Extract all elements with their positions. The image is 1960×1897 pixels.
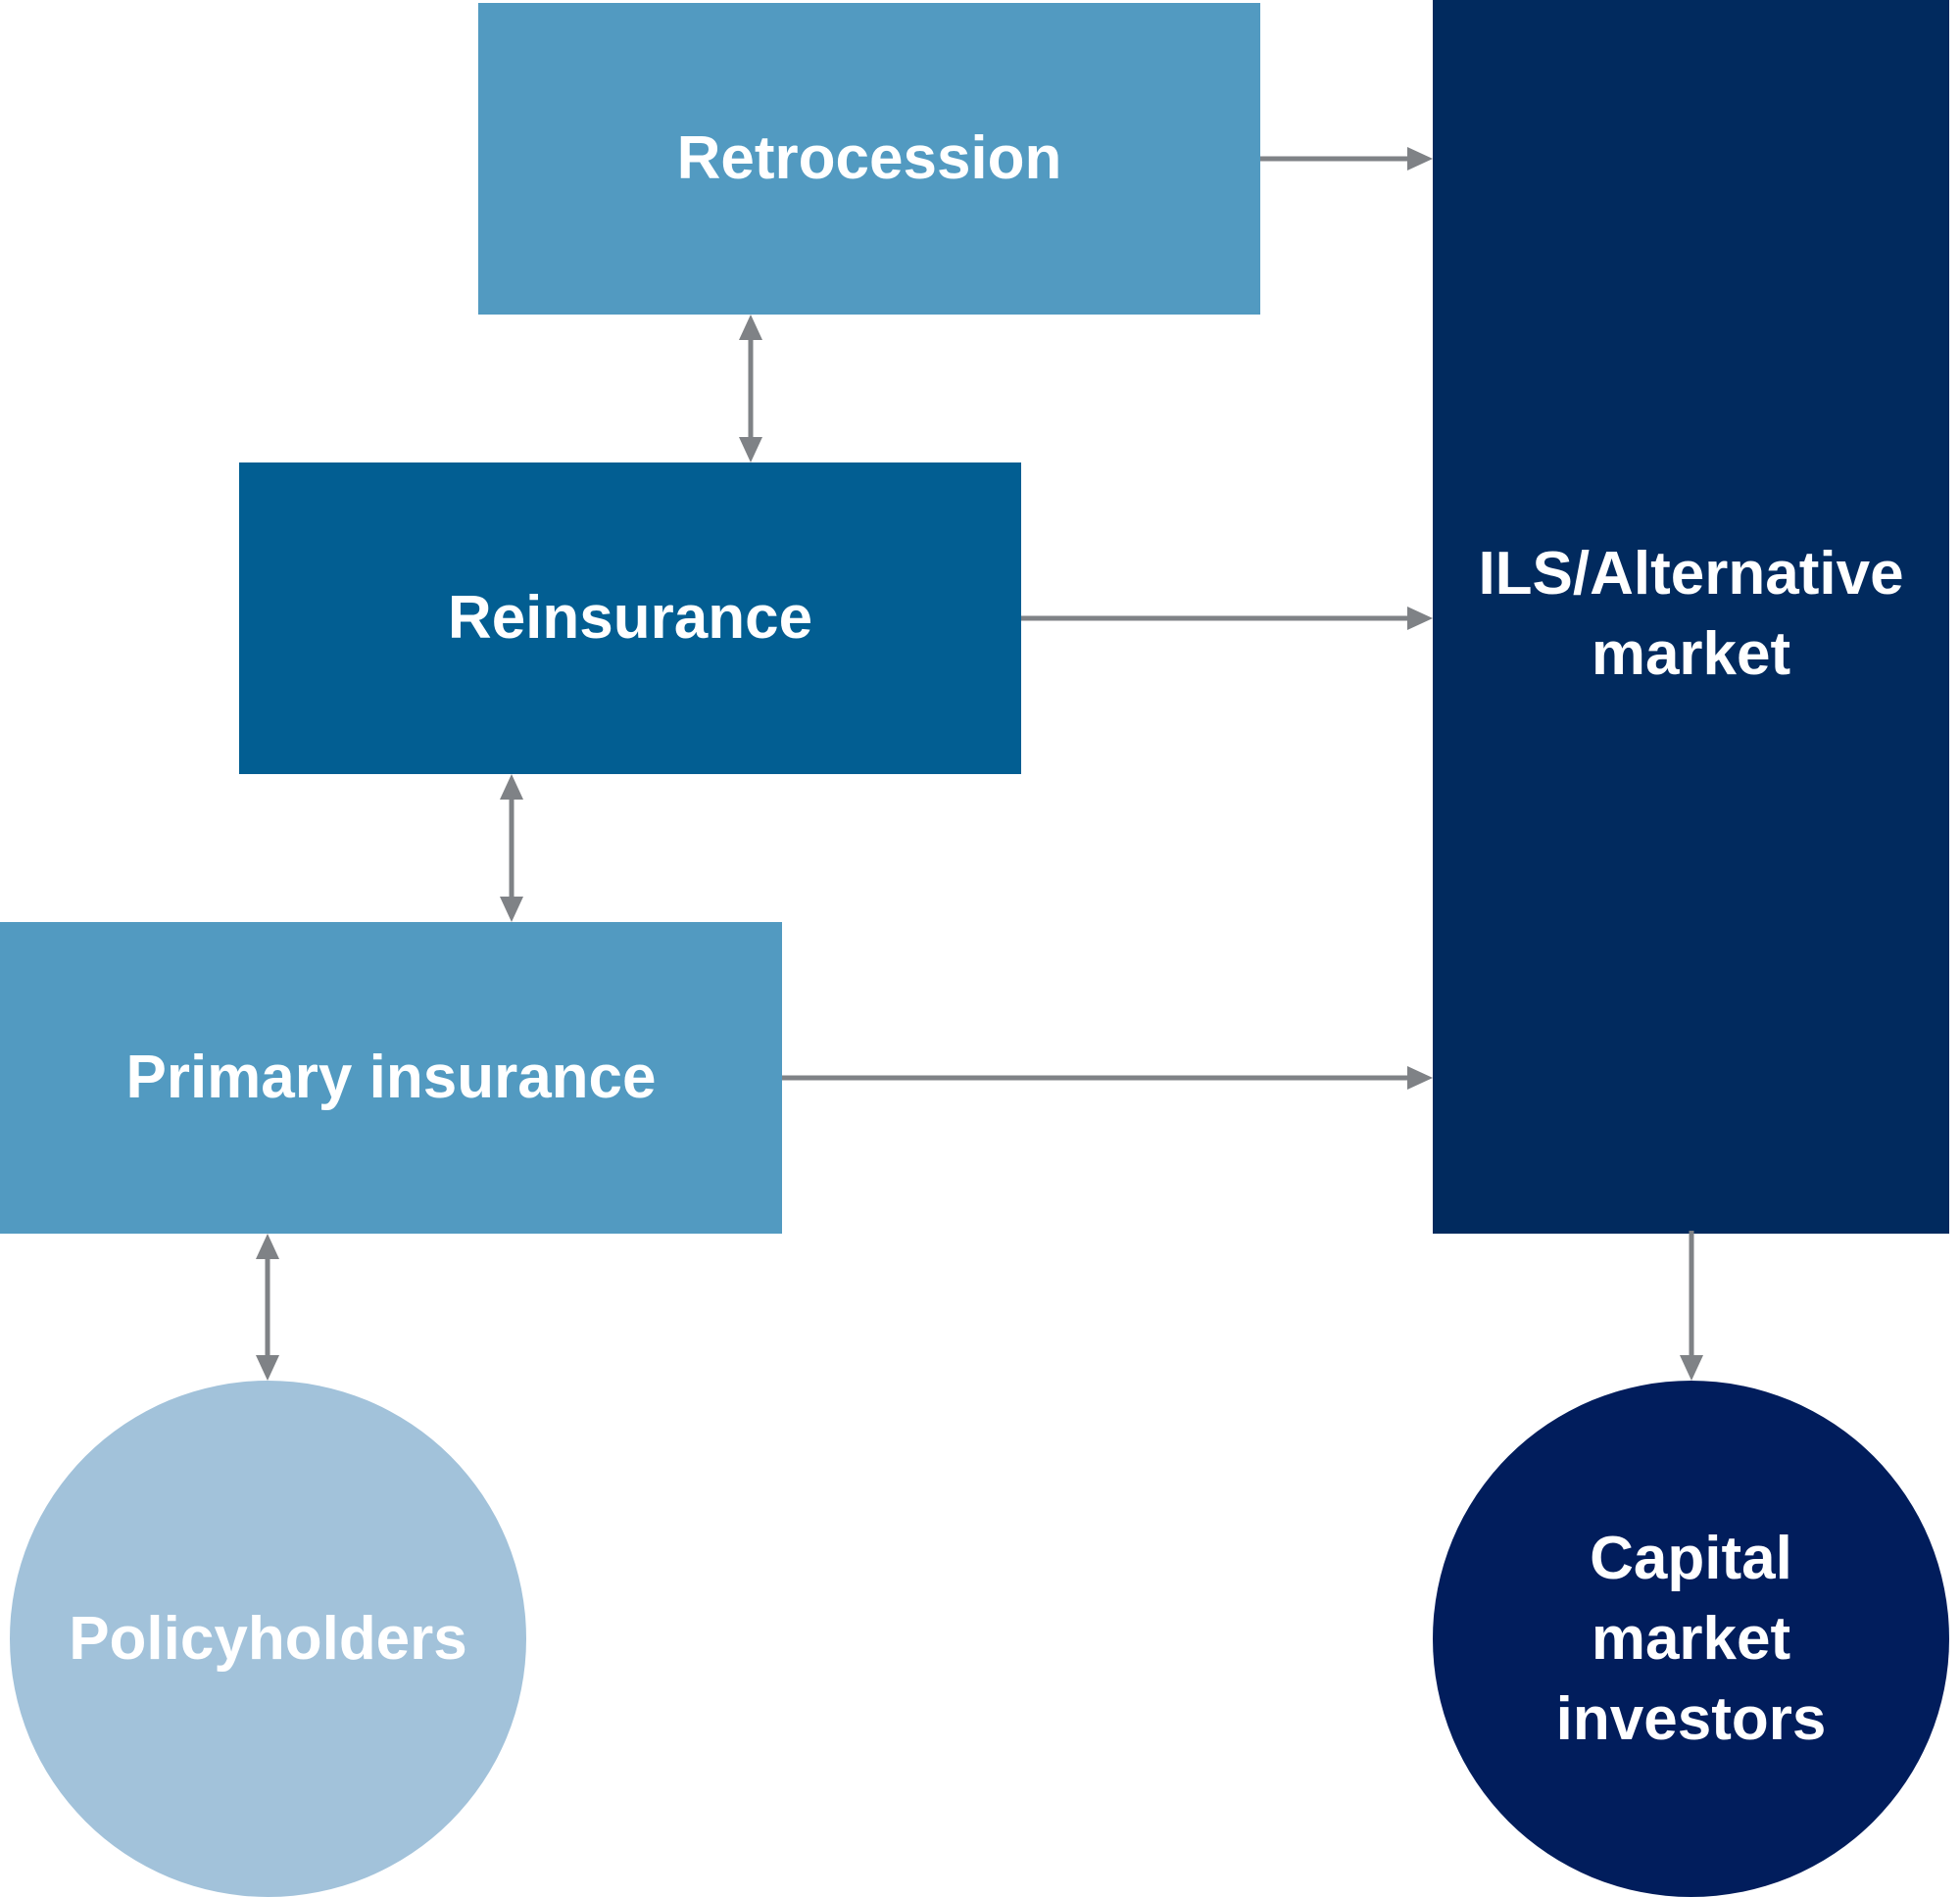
primary-insurance-box: Primary insurance: [0, 922, 782, 1234]
arrowhead-primary-up: [256, 1234, 279, 1259]
arrowhead-primary-to-ils: [1407, 1066, 1433, 1090]
arrowhead-reinsurance-up: [500, 774, 523, 800]
arrowhead-retrocession-up: [739, 315, 762, 340]
ils-market-label-line2: market: [1591, 620, 1791, 688]
arrowhead-reinsurance-to-ils: [1407, 607, 1433, 630]
capital-market-investors-label: Capital market investors: [1556, 1519, 1827, 1760]
capital-market-investors-circle: Capital market investors: [1433, 1381, 1949, 1897]
policyholders-label: Policyholders: [69, 1604, 467, 1673]
primary-insurance-label: Primary insurance: [125, 1044, 657, 1111]
reinsurance-box: Reinsurance: [239, 462, 1021, 774]
policyholders-circle: Policyholders: [10, 1381, 526, 1897]
ils-market-label: ILS/Alternative market: [1478, 534, 1903, 695]
retrocession-label: Retrocession: [676, 124, 1062, 192]
arrowhead-primary-down: [500, 897, 523, 922]
ils-market-label-line1: ILS/Alternative: [1478, 540, 1904, 608]
arrowhead-capital-down: [1680, 1355, 1703, 1381]
arrowhead-reinsurance-down: [739, 437, 762, 462]
capital-label-line3: investors: [1555, 1684, 1827, 1753]
arrowhead-policyholders-down: [256, 1355, 279, 1381]
arrowhead-retrocession-to-ils: [1407, 147, 1433, 170]
ils-alternative-market-box: ILS/Alternative market: [1433, 0, 1949, 1234]
reinsurance-label: Reinsurance: [447, 584, 813, 652]
capital-label-line2: market: [1591, 1604, 1791, 1673]
retrocession-box: Retrocession: [478, 3, 1260, 315]
capital-label-line1: Capital: [1590, 1524, 1792, 1592]
